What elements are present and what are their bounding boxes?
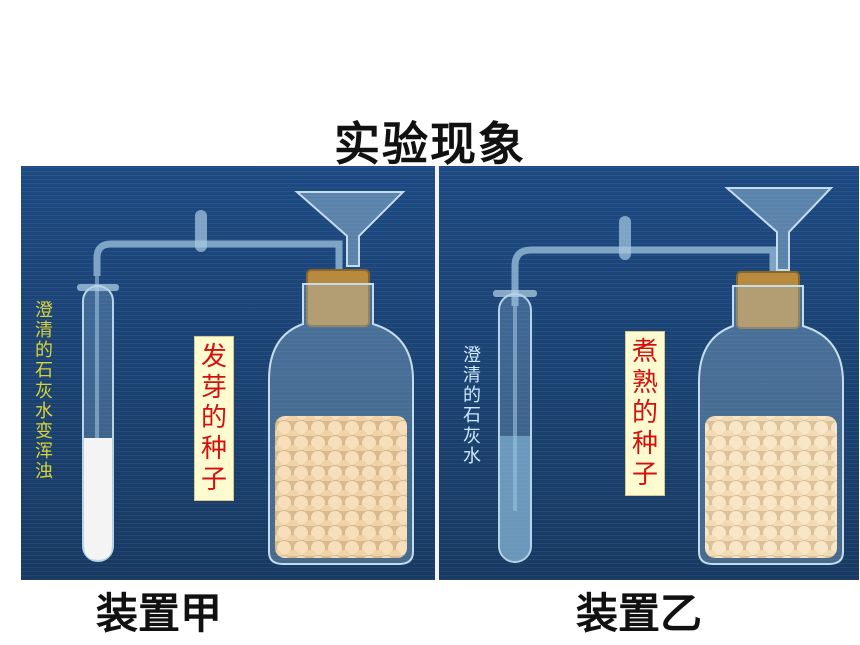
delivery-tube: [93, 240, 343, 276]
seed-label: 发芽的种子: [194, 336, 234, 502]
apparatus-a-caption: 装置甲: [96, 589, 223, 638]
page-title: 实验现象: [334, 117, 526, 171]
seed-label: 煮熟的种子: [625, 331, 665, 497]
test-tube-rim: [493, 290, 537, 297]
panel-divider: [435, 166, 439, 580]
apparatus-a-drawing: [77, 191, 414, 565]
apparatus-b-drawing: [493, 187, 844, 565]
limewater-label: 澄清的石灰水变浑浊: [35, 300, 53, 483]
tube-clamp: [619, 216, 631, 260]
limewater: [84, 438, 112, 560]
apparatus-b-caption: 装置乙: [576, 589, 703, 638]
apparatus-b-panel: 澄清的石灰水 煮熟的种子: [439, 166, 859, 580]
apparatus-a-panel: 澄清的石灰水变浑浊 发芽的种子: [21, 166, 435, 580]
limewater-label: 澄清的石灰水: [463, 345, 481, 467]
test-tube-rim: [77, 284, 119, 291]
delivery-tube: [511, 246, 777, 306]
germinating-seeds: [275, 416, 407, 558]
funnel: [724, 187, 834, 271]
limewater: [500, 436, 530, 561]
funnel: [294, 191, 406, 267]
tube-clamp: [195, 210, 207, 252]
boiled-seeds: [705, 416, 837, 558]
